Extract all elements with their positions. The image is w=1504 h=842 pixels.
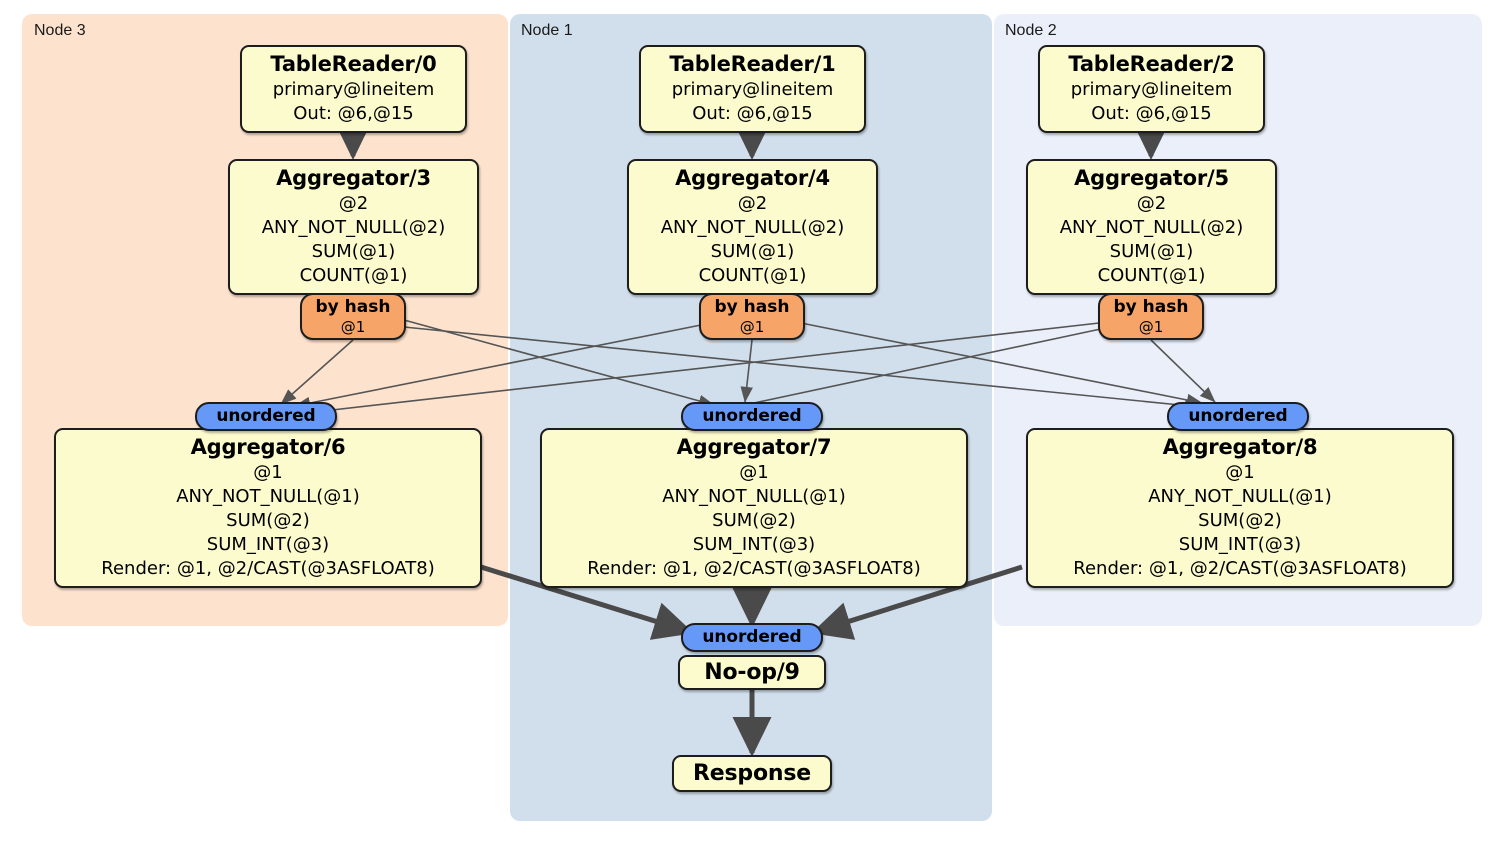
processor-line: Render: @1, @2/CAST(@3ASFLOAT8) <box>1073 558 1407 579</box>
processor-title: Aggregator/7 <box>676 435 832 459</box>
processor-line: SUM_INT(@3) <box>206 534 330 555</box>
processor-line: @2 <box>737 193 768 214</box>
router-title: unordered <box>216 406 316 426</box>
processor-no-op-9[interactable]: No-op/9 <box>678 655 826 690</box>
processor-aggregator-4[interactable]: Aggregator/4 @2 ANY_NOT_NULL(@2) SUM(@1)… <box>627 159 878 295</box>
processor-line: ANY_NOT_NULL(@1) <box>662 486 846 507</box>
output-router-by-hash-5[interactable]: by hash @1 <box>1098 293 1204 340</box>
processor-line: @2 <box>1136 193 1167 214</box>
output-router-by-hash-3[interactable]: by hash @1 <box>300 293 406 340</box>
router-detail: @1 <box>340 318 366 336</box>
processor-line: Render: @1, @2/CAST(@3ASFLOAT8) <box>101 558 435 579</box>
processor-aggregator-8[interactable]: Aggregator/8 @1 ANY_NOT_NULL(@1) SUM(@2)… <box>1026 428 1454 588</box>
processor-line: SUM(@2) <box>1198 510 1282 531</box>
router-detail: @1 <box>739 318 765 336</box>
processor-line: Out: @6,@15 <box>293 103 414 124</box>
processor-title: Aggregator/4 <box>675 166 830 190</box>
processor-line: @1 <box>1225 462 1255 483</box>
panel-label-node-2: Node 2 <box>1005 22 1057 39</box>
processor-title: Aggregator/3 <box>276 166 431 190</box>
processor-line: primary@lineitem <box>272 79 435 100</box>
processor-line: ANY_NOT_NULL(@1) <box>1148 486 1332 507</box>
processor-title: TableReader/0 <box>270 52 437 76</box>
processor-line: @2 <box>338 193 369 214</box>
processor-title: Response <box>693 760 811 786</box>
processor-line: ANY_NOT_NULL(@2) <box>1059 217 1244 238</box>
processor-aggregator-6[interactable]: Aggregator/6 @1 ANY_NOT_NULL(@1) SUM(@2)… <box>54 428 482 588</box>
router-title: by hash <box>1113 297 1189 317</box>
processor-line: Render: @1, @2/CAST(@3ASFLOAT8) <box>587 558 921 579</box>
processor-aggregator-5[interactable]: Aggregator/5 @2 ANY_NOT_NULL(@2) SUM(@1)… <box>1026 159 1277 295</box>
panel-label-node-3: Node 3 <box>34 22 86 39</box>
processor-title: Aggregator/8 <box>1162 435 1318 459</box>
processor-line: Out: @6,@15 <box>1091 103 1212 124</box>
processor-line: SUM(@2) <box>712 510 796 531</box>
processor-line: COUNT(@1) <box>1097 265 1206 286</box>
processor-tablereader-0[interactable]: TableReader/0 primary@lineitem Out: @6,@… <box>240 45 467 133</box>
input-synchronizer-unordered-mid[interactable]: unordered <box>681 402 823 431</box>
processor-tablereader-1[interactable]: TableReader/1 primary@lineitem Out: @6,@… <box>639 45 866 133</box>
processor-title: TableReader/1 <box>669 52 836 76</box>
processor-line: primary@lineitem <box>671 79 834 100</box>
processor-line: primary@lineitem <box>1070 79 1233 100</box>
processor-line: ANY_NOT_NULL(@2) <box>261 217 446 238</box>
router-title: unordered <box>1188 406 1288 426</box>
router-title: by hash <box>315 297 391 317</box>
processor-title: No-op/9 <box>704 659 800 685</box>
processor-line: Out: @6,@15 <box>692 103 813 124</box>
processor-line: SUM(@2) <box>226 510 310 531</box>
input-synchronizer-unordered-left[interactable]: unordered <box>195 402 337 431</box>
input-synchronizer-unordered-final[interactable]: unordered <box>681 623 823 652</box>
processor-line: SUM_INT(@3) <box>1178 534 1302 555</box>
processor-line: COUNT(@1) <box>299 265 408 286</box>
processor-line: SUM(@1) <box>1109 241 1194 262</box>
processor-title: TableReader/2 <box>1068 52 1235 76</box>
processor-line: @1 <box>253 462 283 483</box>
processor-line: @1 <box>739 462 769 483</box>
processor-tablereader-2[interactable]: TableReader/2 primary@lineitem Out: @6,@… <box>1038 45 1265 133</box>
processor-line: ANY_NOT_NULL(@2) <box>660 217 845 238</box>
router-title: by hash <box>714 297 790 317</box>
input-synchronizer-unordered-right[interactable]: unordered <box>1167 402 1309 431</box>
router-title: unordered <box>702 627 802 647</box>
processor-response[interactable]: Response <box>672 755 832 792</box>
processor-line: SUM(@1) <box>710 241 795 262</box>
processor-aggregator-3[interactable]: Aggregator/3 @2 ANY_NOT_NULL(@2) SUM(@1)… <box>228 159 479 295</box>
processor-aggregator-7[interactable]: Aggregator/7 @1 ANY_NOT_NULL(@1) SUM(@2)… <box>540 428 968 588</box>
panel-label-node-1: Node 1 <box>521 22 573 39</box>
processor-line: COUNT(@1) <box>698 265 807 286</box>
processor-title: Aggregator/6 <box>190 435 346 459</box>
processor-line: ANY_NOT_NULL(@1) <box>176 486 360 507</box>
processor-line: SUM(@1) <box>311 241 396 262</box>
processor-title: Aggregator/5 <box>1074 166 1229 190</box>
output-router-by-hash-4[interactable]: by hash @1 <box>699 293 805 340</box>
processor-line: SUM_INT(@3) <box>692 534 816 555</box>
router-title: unordered <box>702 406 802 426</box>
router-detail: @1 <box>1138 318 1164 336</box>
